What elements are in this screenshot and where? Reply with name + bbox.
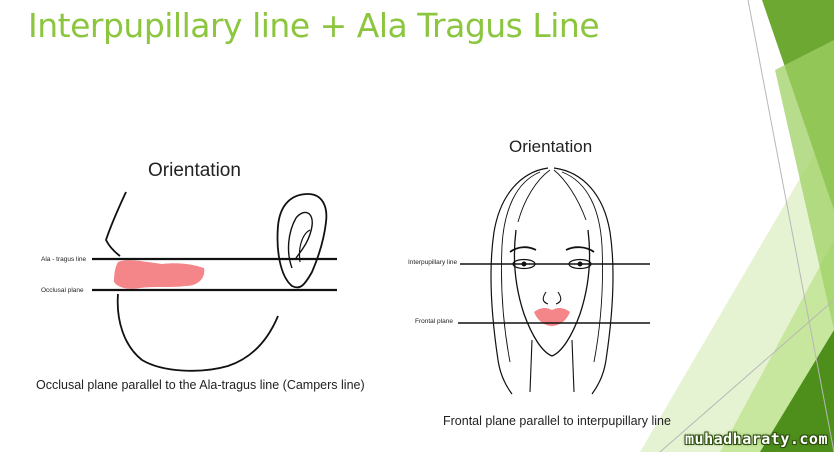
deco-thin-line — [747, 0, 834, 452]
left-figure-heading: Orientation — [148, 160, 241, 181]
deco-side-band — [775, 40, 834, 330]
site-watermark: muhadharaty.com — [685, 430, 828, 448]
right-eyebrow — [565, 246, 595, 253]
lips-shape — [534, 308, 570, 326]
hair-part-2 — [553, 169, 587, 221]
neck-right — [571, 339, 575, 393]
hair-outline-right-2 — [561, 171, 603, 363]
hair-outline-right — [553, 167, 614, 395]
hair-outline-left — [490, 167, 549, 395]
deco-bottom-triangle — [760, 330, 834, 452]
nose — [542, 291, 562, 305]
profile-jaw-line — [116, 293, 279, 372]
profile-ear-outline — [276, 193, 328, 289]
profile-ear-inner — [287, 211, 313, 269]
occlusal-plane-label: Occlusal plane — [41, 287, 84, 294]
left-eyebrow — [509, 246, 537, 253]
hair-outline-left-2 — [501, 171, 541, 363]
right-figure-heading: Orientation — [509, 137, 593, 156]
slide-title: Interpupillary line + Ala Tragus Line — [28, 6, 600, 45]
profile-lips-shape — [114, 260, 205, 289]
ala-tragus-label: Ala - tragus line — [41, 256, 87, 263]
right-figure-caption: Frontal plane parallel to interpupillary… — [443, 414, 671, 428]
profile-nose-line — [105, 191, 127, 257]
frontal-plane-label: Frontal plane — [415, 318, 453, 325]
neck-left — [529, 339, 533, 393]
left-figure-caption: Occlusal plane parallel to the Ala-tragu… — [36, 378, 365, 392]
deco-thin-line-2 — [659, 299, 834, 452]
interpupillary-label: Interpupillary line — [408, 259, 458, 266]
hair-part — [517, 169, 551, 223]
face-outline — [513, 229, 591, 357]
